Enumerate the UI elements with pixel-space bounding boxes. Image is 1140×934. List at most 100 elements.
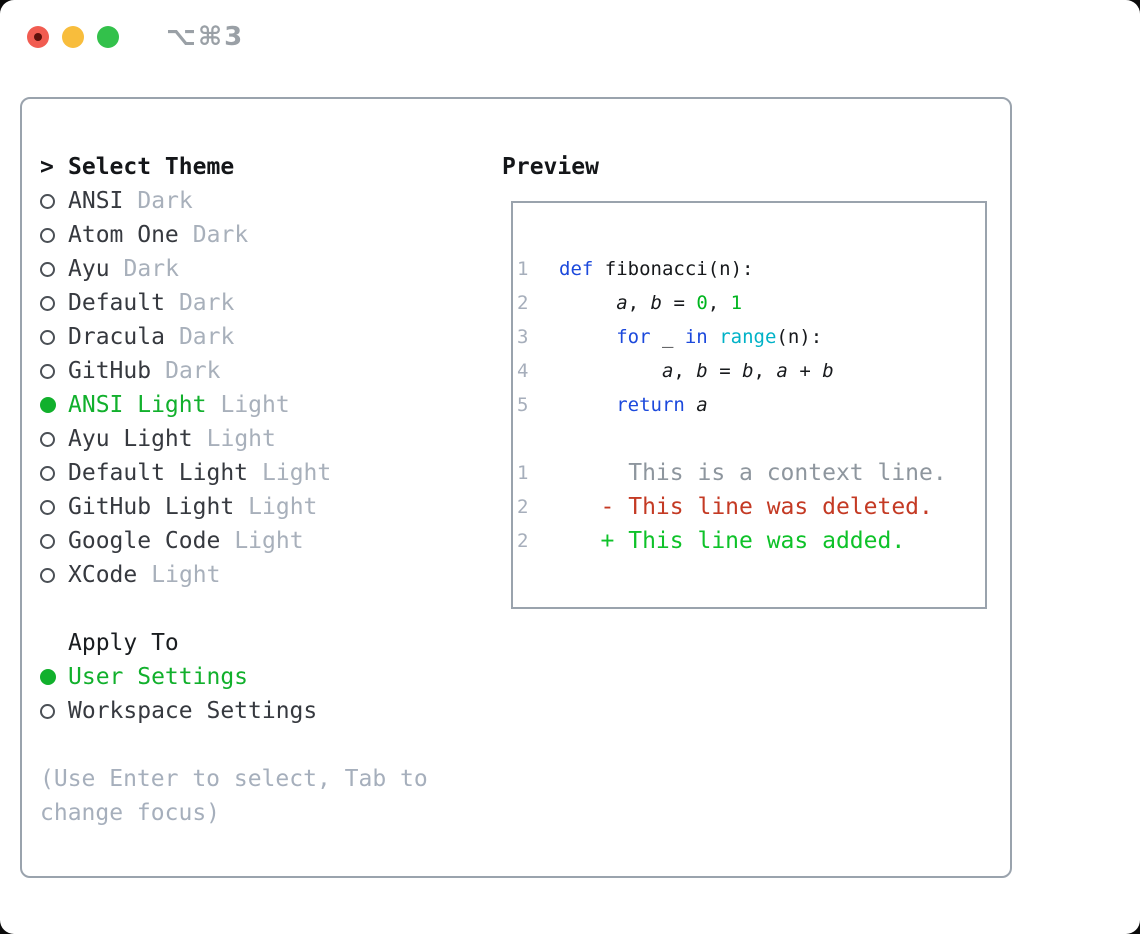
theme-variant: Light — [206, 426, 276, 452]
theme-name: Ayu Light — [68, 426, 193, 452]
radio-cell — [40, 295, 68, 311]
radio-cell — [40, 363, 68, 379]
theme-name: Ayu — [68, 256, 110, 282]
radio-cell — [40, 329, 68, 345]
radio-cell — [40, 669, 68, 685]
token-plain: + — [787, 360, 823, 382]
radio-cell — [40, 261, 68, 277]
token-plain: , — [707, 292, 731, 314]
radio-cell — [40, 533, 68, 549]
radio-icon — [40, 329, 55, 345]
token-num: 1 — [730, 292, 743, 314]
token-var: b — [742, 360, 754, 382]
radio-icon — [40, 227, 55, 243]
prompt-icon: > — [40, 154, 54, 180]
line-number: 2 — [517, 530, 529, 552]
theme-variant: Light — [220, 392, 290, 418]
theme-variant: Dark — [178, 290, 235, 316]
radio-icon — [40, 533, 55, 549]
token-var: a — [616, 292, 628, 314]
token-plain — [708, 326, 719, 348]
radio-icon — [40, 193, 55, 209]
theme-variant: Dark — [178, 324, 235, 350]
line-number: 4 — [517, 360, 529, 382]
window-title: ⌥⌘3 — [166, 22, 245, 52]
radio-cell — [40, 703, 68, 719]
token-kw: def — [559, 258, 594, 280]
titlebar — [27, 26, 119, 48]
spacer-row — [40, 728, 450, 762]
minimize-button[interactable] — [62, 26, 84, 48]
diff-line: 1 This is a context line. — [517, 456, 947, 490]
theme-variant: Dark — [137, 188, 193, 214]
code-line: 5 return a — [517, 388, 947, 422]
theme-name: Atom One — [68, 222, 179, 248]
token-plain: , — [673, 360, 697, 382]
theme-item[interactable]: Ayu Light Light — [40, 422, 450, 456]
token-var: b — [650, 292, 662, 314]
theme-item[interactable]: Ayu Dark — [40, 252, 450, 286]
theme-name: XCode — [68, 562, 138, 588]
preview-title: Preview — [502, 154, 599, 180]
token-var: b — [822, 360, 834, 382]
select-theme-header: Select Theme — [68, 154, 235, 180]
token-plain — [559, 326, 616, 348]
select-theme-header-row: > Select Theme — [40, 150, 450, 184]
token-plain: , — [627, 292, 651, 314]
token-var: a — [696, 394, 708, 416]
token-kw: in — [684, 326, 708, 348]
spacer-row — [40, 592, 450, 626]
radio-icon — [40, 295, 55, 311]
radio-cell — [40, 397, 68, 413]
token-plain: = — [662, 292, 697, 314]
diff-line: 2 - This line was deleted. — [517, 490, 947, 524]
line-number: 2 — [517, 496, 529, 518]
token-plain: fibonacci(n): — [593, 258, 754, 280]
token-num: 0 — [696, 292, 708, 314]
radio-icon — [40, 363, 55, 379]
help-text: (Use Enter to select, Tab to change focu… — [40, 766, 428, 826]
radio-cell — [40, 431, 68, 447]
theme-item[interactable]: Default Dark — [40, 286, 450, 320]
token-var: a — [776, 360, 788, 382]
zoom-button[interactable] — [97, 26, 119, 48]
diff-content: This is a context line. — [559, 460, 947, 486]
radio-icon — [40, 499, 55, 515]
theme-variant: Dark — [123, 256, 179, 282]
apply-option[interactable]: Workspace Settings — [40, 694, 450, 728]
theme-name: Default — [68, 290, 165, 316]
token-context: This is a context line. — [559, 460, 947, 486]
theme-variant: Light — [248, 494, 318, 520]
line-number: 2 — [517, 292, 529, 314]
token-plain: (n): — [776, 326, 823, 348]
apply-option-label: User Settings — [68, 664, 249, 690]
token-kw: for — [616, 326, 651, 348]
token-plain — [559, 360, 662, 382]
radio-selected-icon — [40, 669, 56, 685]
theme-name: Google Code — [68, 528, 221, 554]
code-content: a, b = 0, 1 — [559, 292, 742, 314]
diff-content: - This line was deleted. — [559, 494, 933, 520]
diff-content: + This line was added. — [559, 528, 906, 554]
token-var: a — [661, 360, 674, 382]
token-deleted: - This line was deleted. — [559, 494, 933, 520]
apply-option[interactable]: User Settings — [40, 660, 450, 694]
close-button[interactable] — [27, 26, 49, 48]
token-plain — [685, 394, 696, 416]
close-dot-icon — [34, 33, 42, 41]
